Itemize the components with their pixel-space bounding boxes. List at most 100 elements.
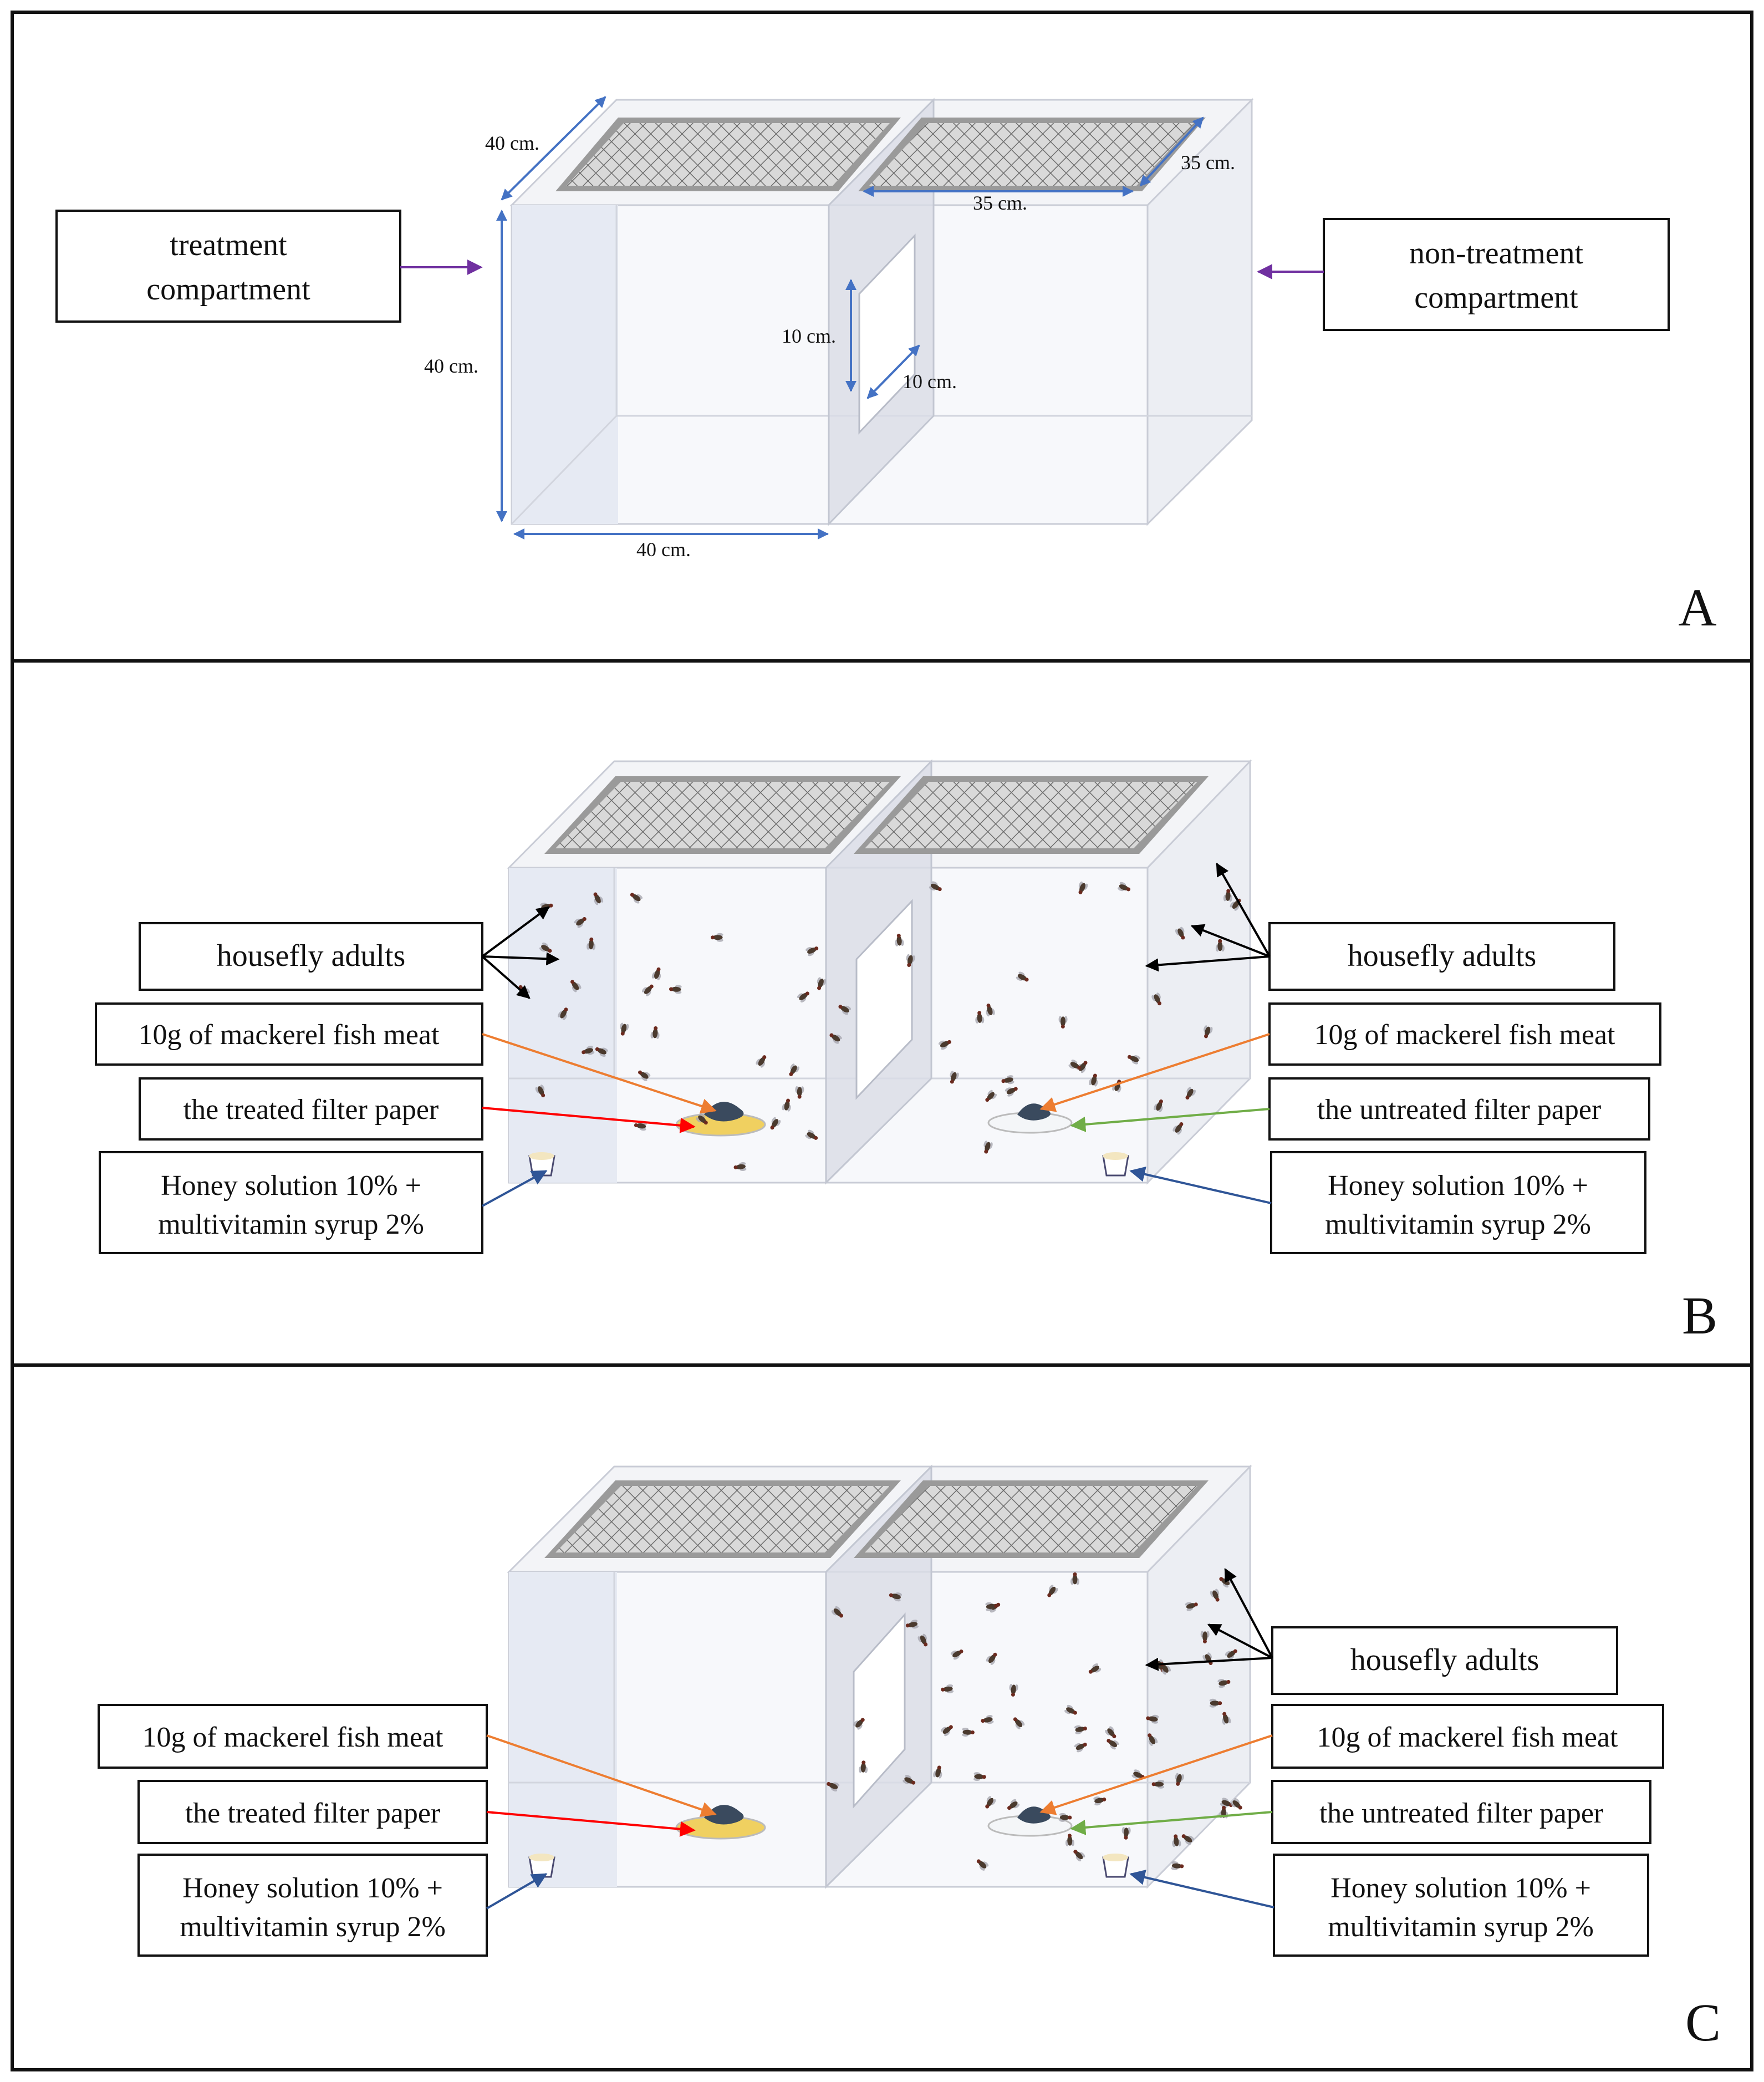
housefly [981, 1715, 994, 1724]
housefly [1089, 1073, 1098, 1087]
non-treatment-label-line2: compartment [1414, 281, 1578, 315]
untreated-label-right: the untreated filter paper [1317, 1094, 1602, 1126]
housefly [630, 893, 643, 904]
fish-arrow-left [486, 1734, 717, 1818]
housefly [985, 1602, 998, 1611]
housefly [1105, 1726, 1116, 1739]
housefly [895, 934, 904, 946]
honey-label-box-right [1273, 1854, 1649, 1957]
honey-label-left-line2: multivitamin syrup 2% [180, 1911, 446, 1943]
housefly [985, 1796, 996, 1809]
housefly [650, 1026, 660, 1039]
fish-label-right: 10g of mackerel fish meat [1317, 1722, 1618, 1753]
dim-mesh-depth: 35 cm. [1181, 151, 1235, 174]
housefly [929, 881, 942, 892]
housefly [595, 1047, 608, 1057]
dim-window-width: 10 cm. [903, 370, 957, 393]
figure-frame [11, 11, 1753, 2071]
fish-label-left: 10g of mackerel fish meat [142, 1722, 443, 1753]
housefly [1047, 1585, 1058, 1597]
housefly [1185, 1602, 1198, 1611]
housefly [976, 1859, 989, 1871]
housefly-label-box-right [1268, 922, 1615, 991]
honey-label-right-line1: Honey solution 10% + [1330, 1872, 1591, 1904]
fish-label-left: 10g of mackerel fish meat [139, 1019, 440, 1051]
housefly [950, 1071, 959, 1084]
housefly [889, 1592, 903, 1602]
housefly [917, 1633, 928, 1647]
untreated-arrow [1070, 1108, 1270, 1132]
cage [509, 98, 1254, 526]
housefly [1074, 1742, 1087, 1753]
housefly [1131, 1769, 1145, 1779]
housefly [1093, 1796, 1107, 1806]
dimension-arrows [496, 96, 1204, 539]
housefly [962, 1728, 975, 1737]
housefly [1065, 1834, 1074, 1846]
housefly [558, 1007, 568, 1020]
housefly [1078, 881, 1088, 894]
housefly [711, 933, 723, 942]
housefly [1070, 1572, 1079, 1585]
housefly [797, 991, 809, 1003]
dim-top-depth: 40 cm. [485, 132, 539, 154]
housefly [1230, 1798, 1242, 1810]
housefly [789, 1063, 799, 1076]
housefly [805, 1129, 818, 1140]
housefly [1222, 1712, 1231, 1725]
housefly [1068, 1060, 1082, 1070]
honey-label-box-left [137, 1854, 488, 1957]
housefly [582, 1046, 595, 1055]
treated-label-left: the treated filter paper [183, 1094, 439, 1126]
housefly [1064, 1704, 1077, 1715]
housefly [983, 1141, 993, 1154]
housefly [535, 1085, 545, 1098]
housefly [985, 1090, 997, 1102]
fish-label-box-right [1268, 1002, 1661, 1066]
housefly [733, 1162, 747, 1172]
housefly [1073, 1850, 1085, 1862]
housefly [1151, 992, 1161, 1006]
honey-cup [1102, 1152, 1129, 1177]
housefly [827, 1781, 840, 1791]
treated-label-box-left [139, 1077, 483, 1141]
housefly [905, 1620, 919, 1629]
cage [507, 1464, 1252, 1889]
housefly [1005, 1087, 1018, 1097]
fish-label-box-left [95, 1002, 483, 1066]
treated-label-left: the treated filter paper [185, 1798, 441, 1829]
housefly [903, 1775, 916, 1785]
housefly [669, 985, 682, 994]
fish-arrow-left [482, 1033, 717, 1114]
treated-arrow [482, 1107, 696, 1133]
untreated-label-box-right [1271, 1780, 1651, 1844]
honey-label-box-right [1270, 1151, 1646, 1254]
panel-letter-c: C [1685, 1993, 1721, 2052]
housefly [1172, 1122, 1184, 1135]
housefly [1215, 939, 1225, 952]
housefly [906, 954, 915, 967]
housefly [975, 1011, 985, 1024]
housefly [638, 1070, 651, 1081]
housefly [831, 1606, 844, 1618]
housefly [1154, 1099, 1163, 1112]
housefly [1001, 1075, 1014, 1085]
housefly [1217, 1679, 1231, 1688]
honey-arrow-left [482, 1170, 548, 1207]
housefly [770, 1117, 781, 1130]
honey-label-right-line2: multivitamin syrup 2% [1328, 1911, 1594, 1943]
treatment-label-line2: compartment [146, 272, 310, 307]
housefly [1058, 1016, 1068, 1029]
housefly [1151, 1779, 1165, 1789]
housefly [570, 980, 582, 992]
panel-letter-b: B [1682, 1286, 1717, 1345]
housefly-label-left: housefly adults [217, 939, 406, 973]
housefly [1088, 1663, 1102, 1674]
honey-label-box-left [99, 1151, 483, 1254]
non-treatment-label-box [1323, 218, 1670, 331]
fly-arrows-right [1145, 1567, 1273, 1671]
housefly [940, 1725, 953, 1737]
housefly [756, 1055, 767, 1068]
housefly [587, 937, 596, 950]
housefly [1210, 1589, 1220, 1602]
